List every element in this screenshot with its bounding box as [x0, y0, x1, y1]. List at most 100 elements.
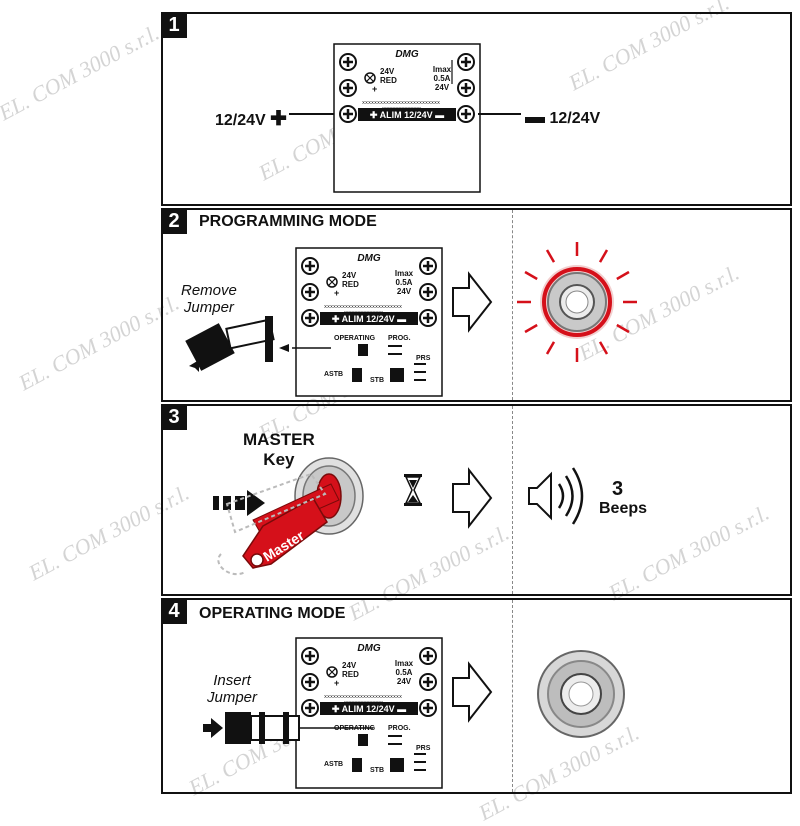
- next-arrow-icon: [452, 661, 493, 723]
- alim-label: ✚ ALIM 12/24V ▬: [370, 110, 444, 120]
- light-ray: [598, 249, 609, 263]
- light-ray: [545, 249, 556, 263]
- watermark-text: EL. COM 3000 s.r.l.: [14, 289, 184, 396]
- svg-text:OPERATING: OPERATING: [334, 335, 376, 342]
- right-supply-label: ▬ 12/24V: [525, 106, 601, 128]
- screw-icon: [301, 673, 319, 691]
- screw-icon: [419, 309, 437, 327]
- screw-icon: [339, 79, 357, 97]
- board-text: 24V: [397, 287, 412, 296]
- divider: [512, 600, 513, 792]
- terminal-board: DMG24VREDImax0.5A24V+xxxxxxxxxxxxxxxxxxx…: [295, 247, 443, 397]
- board-text: Imax: [433, 65, 452, 74]
- step-title: OPERATING MODE: [199, 605, 346, 622]
- brand-label: DMG: [357, 643, 381, 654]
- screw-icon: [457, 105, 475, 123]
- screw-icon: [301, 309, 319, 327]
- button-glowing-icon: [517, 242, 637, 362]
- screw-icon: [419, 699, 437, 717]
- screw-icon: [419, 257, 437, 275]
- left-supply-label: 12/24V ✚: [215, 108, 287, 130]
- light-ray: [524, 323, 538, 334]
- terminal-board: DMG24VREDImax0.5A24V+xxxxxxxxxxxxxxxxxxx…: [333, 43, 481, 193]
- step-1-illustration: DMG24VREDImax0.5A24V+xxxxxxxxxxxxxxxxxxx…: [289, 43, 521, 193]
- board-text: 0.5A: [434, 74, 451, 83]
- light-ray: [616, 323, 630, 334]
- beeps-label: Beeps: [599, 500, 648, 517]
- step-number: 3: [161, 404, 187, 430]
- screw-icon: [301, 283, 319, 301]
- board-text: 24V: [380, 67, 395, 76]
- svg-text:+: +: [334, 288, 339, 298]
- svg-text:STB: STB: [370, 767, 384, 774]
- step-2-illustration: DMG24VREDImax0.5A24V+xxxxxxxxxxxxxxxxxxx…: [175, 242, 637, 397]
- divider: [512, 406, 513, 594]
- svg-text:ASTB: ASTB: [324, 371, 343, 378]
- action-label: Insert Jumper: [207, 672, 258, 706]
- svg-text:ASTB: ASTB: [324, 761, 343, 768]
- step-3-illustration: Master: [213, 457, 584, 575]
- watermark-text: EL. COM 3000 s.r.l.: [0, 19, 164, 126]
- button-idle-icon: [537, 650, 625, 738]
- step-4-illustration: DMG24VREDImax0.5A24V+xxxxxxxxxxxxxxxxxxx…: [203, 637, 625, 789]
- board-text: RED: [342, 670, 359, 679]
- board-text: 24V: [435, 83, 450, 92]
- screw-icon: [301, 257, 319, 275]
- board-text: RED: [380, 76, 397, 85]
- light-ray: [545, 341, 556, 355]
- board-text: 24V: [342, 271, 357, 280]
- board-code: xxxxxxxxxxxxxxxxxxxxxxxxxx: [362, 100, 440, 106]
- board-text: 0.5A: [396, 278, 413, 287]
- screw-icon: [419, 283, 437, 301]
- next-arrow-icon: [452, 467, 493, 529]
- svg-text:STB: STB: [370, 377, 384, 384]
- terminal-board: DMG24VREDImax0.5A24V+xxxxxxxxxxxxxxxxxxx…: [295, 637, 443, 789]
- screw-icon: [339, 105, 357, 123]
- next-arrow-icon: [452, 271, 493, 333]
- jumper-icon: [203, 712, 373, 744]
- screw-icon: [457, 79, 475, 97]
- alim-label: ✚ ALIM 12/24V ▬: [332, 314, 406, 324]
- jumper-icon: [175, 316, 275, 386]
- speaker-icon: [528, 467, 584, 525]
- screw-icon: [419, 647, 437, 665]
- svg-text:PROG.: PROG.: [388, 725, 411, 732]
- board-code: xxxxxxxxxxxxxxxxxxxxxxxxxx: [324, 694, 402, 700]
- board-text: RED: [342, 280, 359, 289]
- step-3-panel: 3 MASTER Key Master: [161, 404, 792, 596]
- svg-text:+: +: [334, 678, 339, 688]
- screw-icon: [419, 673, 437, 691]
- board-code: xxxxxxxxxxxxxxxxxxxxxxxxxx: [324, 304, 402, 310]
- svg-text:PRS: PRS: [416, 355, 431, 362]
- step-number: 1: [161, 12, 187, 38]
- light-ray: [598, 341, 609, 355]
- master-key-icon: [217, 472, 340, 575]
- screw-icon: [301, 647, 319, 665]
- board-text: 24V: [342, 661, 357, 670]
- screw-icon: [457, 53, 475, 71]
- master-key-label: MASTER Key: [243, 430, 315, 469]
- svg-text:+: +: [372, 84, 377, 94]
- svg-text:PRS: PRS: [416, 745, 431, 752]
- light-ray: [616, 270, 630, 281]
- board-text: Imax: [395, 659, 414, 668]
- board-text: 0.5A: [396, 668, 413, 677]
- divider: [512, 210, 513, 400]
- brand-label: DMG: [395, 49, 419, 60]
- step-number: 2: [161, 208, 187, 234]
- screw-icon: [301, 699, 319, 717]
- action-label: Remove Jumper: [181, 282, 237, 316]
- light-ray: [524, 270, 538, 281]
- brand-label: DMG: [357, 253, 381, 264]
- board-text: Imax: [395, 269, 414, 278]
- screw-icon: [339, 53, 357, 71]
- step-number: 4: [161, 598, 187, 624]
- svg-text:PROG.: PROG.: [388, 335, 411, 342]
- board-text: 24V: [397, 677, 412, 686]
- beeps-count: 3: [612, 478, 624, 500]
- hourglass-icon: [404, 474, 422, 506]
- step-title: PROGRAMMING MODE: [199, 213, 377, 230]
